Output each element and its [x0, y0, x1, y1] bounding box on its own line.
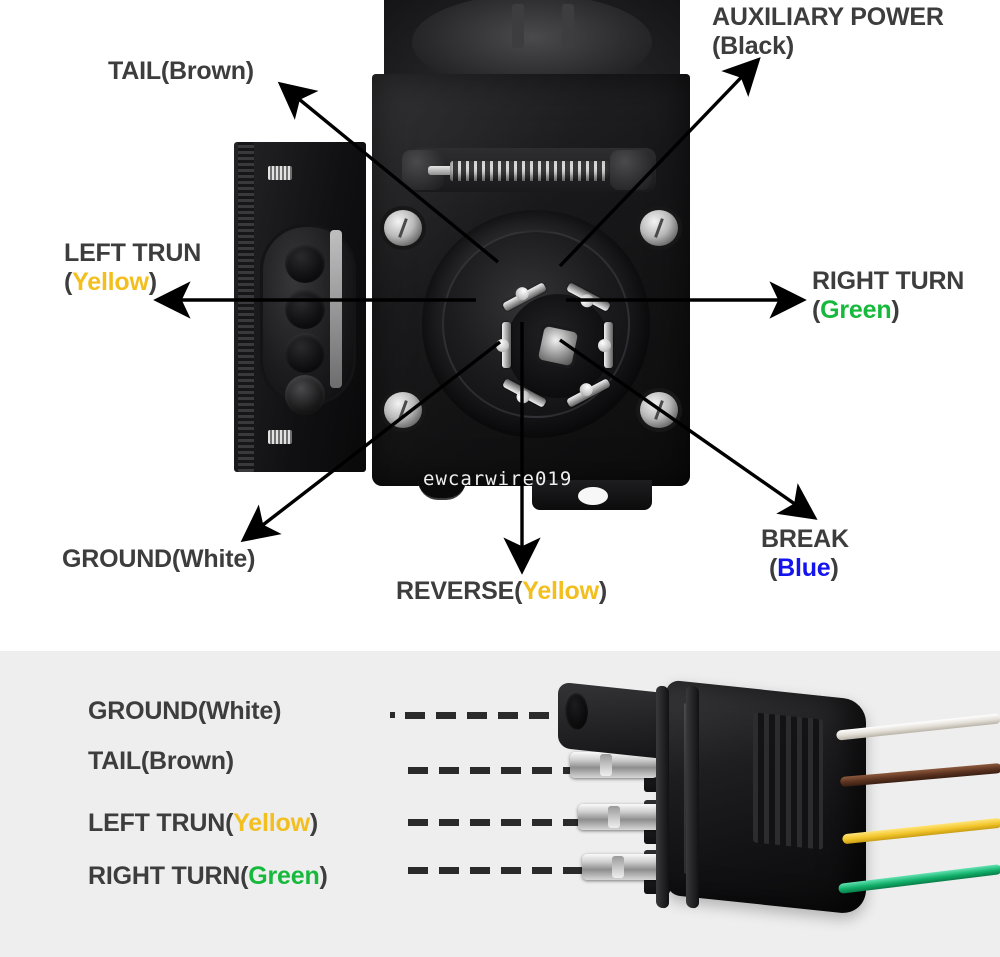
side-mounting-bracket	[234, 142, 366, 472]
male-blade-right-turn	[582, 854, 670, 880]
top-panel-7way-socket: ewcarwire019 TAIL(Brown)	[0, 0, 1000, 650]
dashed-line-tail	[408, 767, 578, 774]
paren-close: )	[148, 268, 157, 296]
row-label-right-turn-color-word: Green	[248, 862, 320, 890]
dashed-line-left-turn	[408, 819, 588, 826]
wire-hole	[285, 243, 325, 283]
arrow-ground	[240, 340, 502, 543]
label-right-turn-color-word: Green	[820, 296, 892, 324]
row-label-ground: GROUND(White)	[88, 697, 281, 726]
row-label-left-turn: LEFT TRUN(Yellow)	[88, 809, 318, 838]
label-break: BREAK (Blue)	[761, 525, 849, 583]
body-bottom-notch	[418, 480, 466, 500]
wire-hole	[285, 333, 325, 373]
arrow-tail	[277, 81, 500, 264]
row-label-right-turn-pre: RIGHT TURN(	[88, 862, 249, 890]
mounting-tab-hole	[578, 487, 608, 505]
connector-collar	[686, 685, 699, 909]
hinge-boss-right	[610, 150, 652, 190]
mounting-screw	[640, 210, 678, 246]
label-auxiliary-line2: (Black)	[712, 32, 794, 60]
row-label-right-turn: RIGHT TURN(Green)	[88, 862, 328, 891]
socket-inner-ring	[442, 230, 630, 418]
dashed-line-right-turn	[408, 867, 593, 874]
bracket-bolt-top	[268, 166, 292, 180]
label-tail: TAIL(Brown)	[108, 57, 254, 86]
paren-close: )	[830, 554, 839, 582]
label-break-line2: (Blue)	[769, 554, 849, 583]
female-socket-ground	[564, 690, 588, 731]
label-left-turn-line2: (Yellow)	[64, 268, 201, 297]
label-right-turn: RIGHT TURN (Green)	[812, 267, 964, 325]
bracket-ridged-edge	[238, 142, 254, 472]
label-reverse-color-word: Yellow	[522, 577, 599, 605]
mounting-screw	[384, 210, 422, 246]
label-tail-text: TAIL(Brown)	[108, 57, 254, 85]
arrow-auxiliary	[558, 57, 761, 268]
paren-close: )	[309, 809, 318, 837]
label-right-turn-line2: (Green)	[812, 296, 964, 325]
bracket-bolt-bottom	[268, 430, 292, 444]
paren-open: (	[64, 268, 73, 296]
row-label-ground-text: GROUND(White)	[88, 697, 282, 725]
label-break-color-word: Blue	[777, 554, 831, 582]
hinge-rod	[428, 166, 458, 175]
label-left-turn-line1: LEFT TRUN	[64, 239, 202, 267]
mounting-screw	[384, 392, 422, 428]
arrow-break	[559, 338, 818, 520]
paren-open: (	[769, 554, 778, 582]
lid-rib	[512, 4, 524, 48]
mounting-tab	[532, 480, 652, 510]
callout-arrows	[153, 57, 818, 575]
wire-hole	[285, 375, 325, 415]
lid-rib	[562, 4, 574, 48]
paren-open: (	[812, 296, 821, 324]
dash-dot-ground	[390, 712, 395, 718]
label-auxiliary-power: AUXILIARY POWER (Black)	[712, 3, 944, 61]
row-label-left-turn-color-word: Yellow	[233, 809, 310, 837]
label-ground: GROUND(White)	[62, 545, 255, 574]
hinge-spring	[450, 161, 610, 181]
label-reverse-pre: REVERSE(	[396, 577, 523, 605]
label-break-line1: BREAK	[761, 525, 849, 553]
watermark-text: ewcarwire019	[423, 468, 573, 490]
row-label-tail-text: TAIL(Brown)	[88, 747, 234, 775]
label-ground-text: GROUND(White)	[62, 545, 256, 573]
paren-close: )	[891, 296, 900, 324]
paren-close: )	[598, 577, 607, 605]
terminal-nub	[598, 339, 611, 352]
paren-close: )	[319, 862, 328, 890]
terminal-right-turn	[598, 322, 613, 368]
bottom-panel-4pin-connector: GROUND(White) TAIL(Brown) LEFT TRUN(Yell…	[0, 651, 1000, 957]
male-blade-left-turn	[578, 804, 666, 830]
product-image-7way-socket	[232, 0, 690, 510]
connector-grip-ribs	[753, 712, 823, 850]
wire-hole	[285, 289, 325, 329]
label-left-turn-color-word: Yellow	[72, 268, 149, 296]
row-label-left-turn-pre: LEFT TRUN(	[88, 809, 234, 837]
row-label-tail: TAIL(Brown)	[88, 747, 234, 776]
label-reverse: REVERSE(Yellow)	[396, 577, 607, 606]
label-right-turn-line1: RIGHT TURN	[812, 267, 965, 295]
label-left-turn: LEFT TRUN (Yellow)	[64, 239, 201, 297]
connector-collar	[656, 685, 669, 909]
socket-face	[422, 210, 650, 438]
boot-retaining-strap	[330, 230, 342, 388]
dashed-line-ground	[405, 712, 568, 719]
connector-image-4pin-flat	[548, 676, 1000, 936]
label-auxiliary-line1: AUXILIARY POWER	[712, 3, 944, 31]
